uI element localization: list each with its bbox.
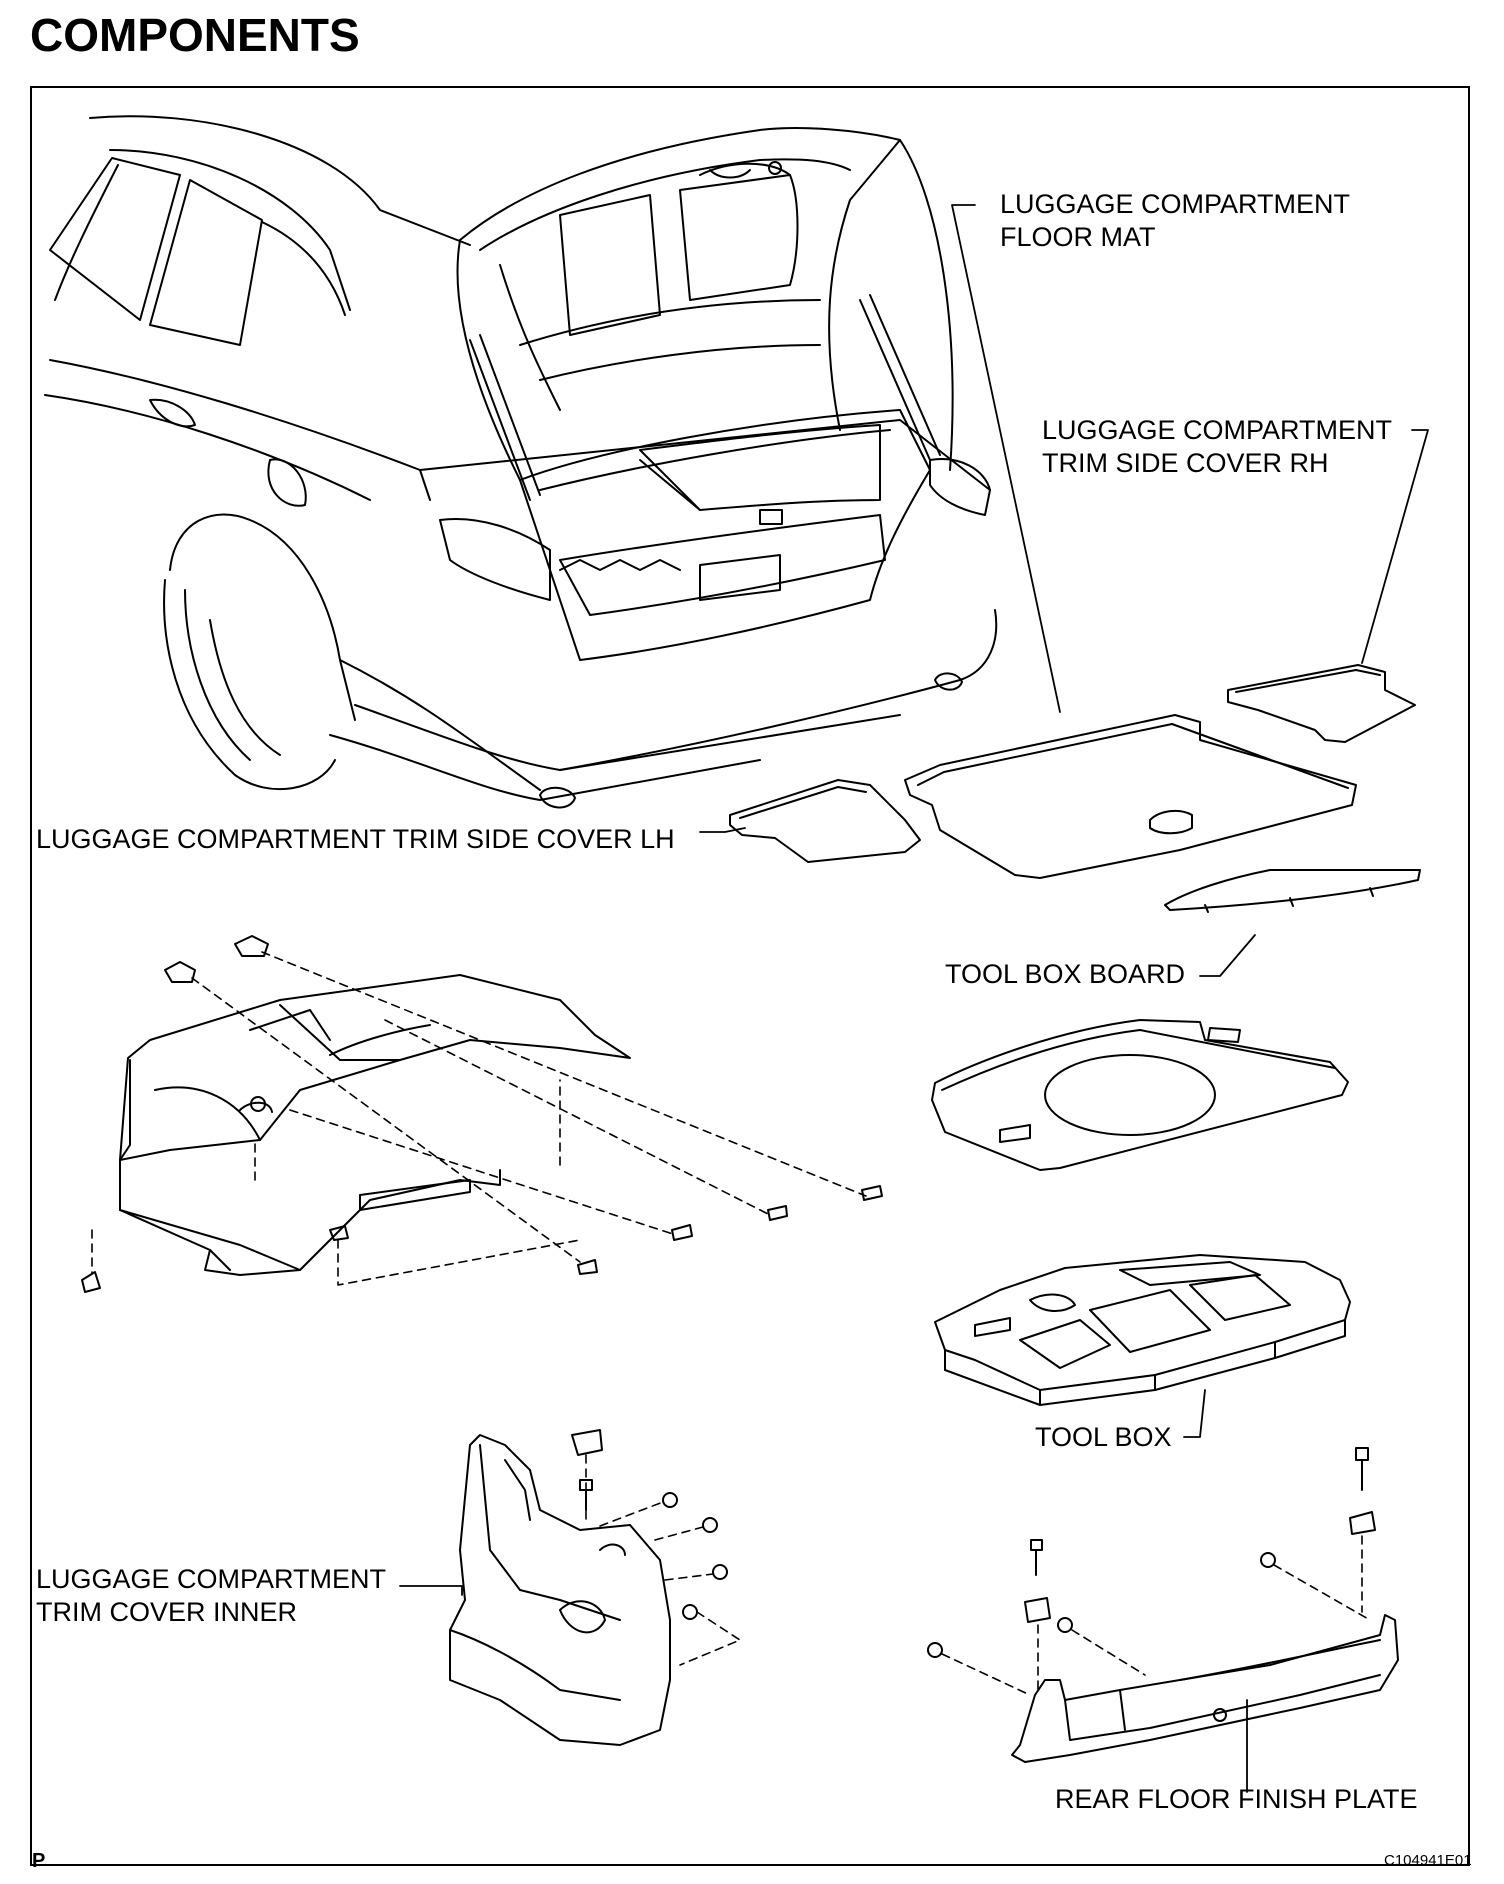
spare-wheel-cover-part	[931, 1019, 1349, 1171]
trim-side-cover-rh-part	[1227, 664, 1416, 743]
label-floor-mat-line1: LUGGAGE COMPARTMENT	[1000, 189, 1351, 219]
label-tool-box-board: TOOL BOX BOARD	[945, 959, 1186, 989]
trim-side-cover-lh-part	[729, 779, 921, 863]
label-rear-floor-finish-plate: REAR FLOOR FINISH PLATE	[1055, 1784, 1418, 1814]
label-floor-mat-line2: FLOOR MAT	[1000, 222, 1156, 252]
tool-box-part	[934, 1254, 1351, 1406]
corner-mark: P	[32, 1850, 46, 1872]
label-trim-cover-inner-line1: LUGGAGE COMPARTMENT	[36, 1564, 387, 1594]
label-floor-mat: LUGGAGE COMPARTMENT FLOOR MAT	[1000, 188, 1350, 254]
rear-floor-finish-plate-part	[927, 1447, 1399, 1763]
diagram-frame	[30, 86, 1470, 1866]
label-trim-side-cover-rh-line1: LUGGAGE COMPARTMENT	[1042, 415, 1393, 445]
label-trim-cover-inner-line2: TRIM COVER INNER	[36, 1597, 298, 1627]
vehicle-illustration	[44, 115, 998, 809]
tool-box-board-part	[1164, 869, 1421, 913]
rear-trim-panel-part	[81, 935, 883, 1293]
label-trim-side-cover-rh-line2: TRIM SIDE COVER RH	[1042, 448, 1329, 478]
floor-mat-part	[904, 714, 1357, 879]
trim-cover-inner-part	[449, 1429, 741, 1746]
label-trim-cover-inner: LUGGAGE COMPARTMENT TRIM COVER INNER	[36, 1563, 386, 1629]
leader-lines	[399, 204, 1429, 1793]
label-trim-side-cover-rh: LUGGAGE COMPARTMENT TRIM SIDE COVER RH	[1042, 414, 1392, 480]
figure-id: C104941E01	[1384, 1852, 1472, 1869]
label-tool-box: TOOL BOX	[1035, 1422, 1172, 1452]
page-title: COMPONENTS	[30, 9, 360, 61]
label-trim-side-cover-lh: LUGGAGE COMPARTMENT TRIM SIDE COVER LH	[36, 824, 675, 854]
